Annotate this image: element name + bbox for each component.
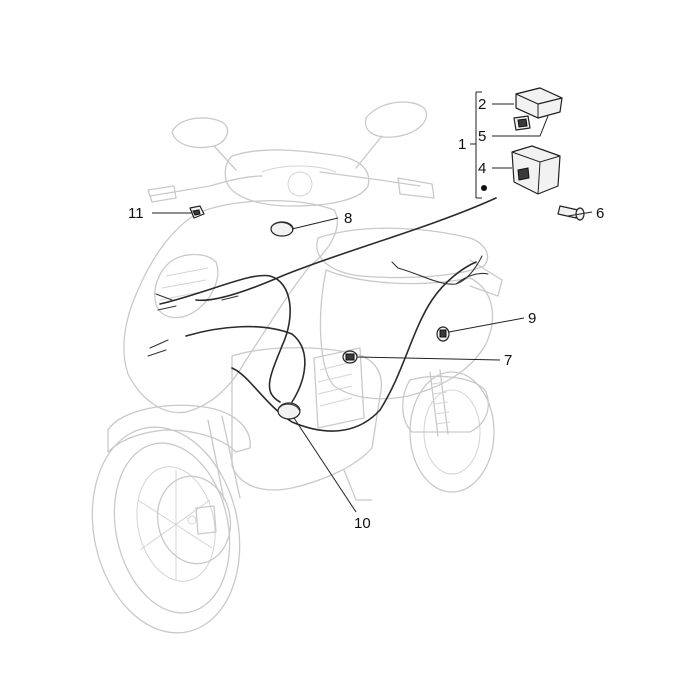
scooter-outline: [91, 101, 503, 634]
clamp-7: [342, 350, 358, 364]
callout-6: 6: [596, 205, 604, 222]
callout-10: 10: [354, 515, 371, 532]
callout-9: 9: [528, 310, 536, 327]
cable-harness: [147, 197, 497, 432]
callout-8: 8: [344, 210, 352, 227]
wire-clip-11: [189, 205, 205, 219]
cable-band-8: [270, 221, 294, 237]
fuse-box-cover: [515, 87, 563, 119]
callout-labels: 1 2 5 4 6 11 8 9 7 10: [128, 96, 604, 532]
fuse: [513, 115, 531, 131]
leader-lines: [152, 103, 593, 513]
screw: [557, 205, 585, 221]
callout-5: 5: [478, 128, 486, 145]
callout-7: 7: [504, 352, 512, 369]
callout-11: 11: [128, 205, 144, 222]
fuse-holder: [511, 145, 561, 195]
clamp-9: [436, 326, 450, 342]
callout-4: 4: [478, 160, 486, 177]
callout-1: 1: [458, 136, 466, 153]
bullet-dot: [481, 185, 487, 191]
callout-2: 2: [478, 96, 486, 113]
cable-band-10: [277, 402, 301, 420]
assembly-bracket: [470, 91, 487, 199]
